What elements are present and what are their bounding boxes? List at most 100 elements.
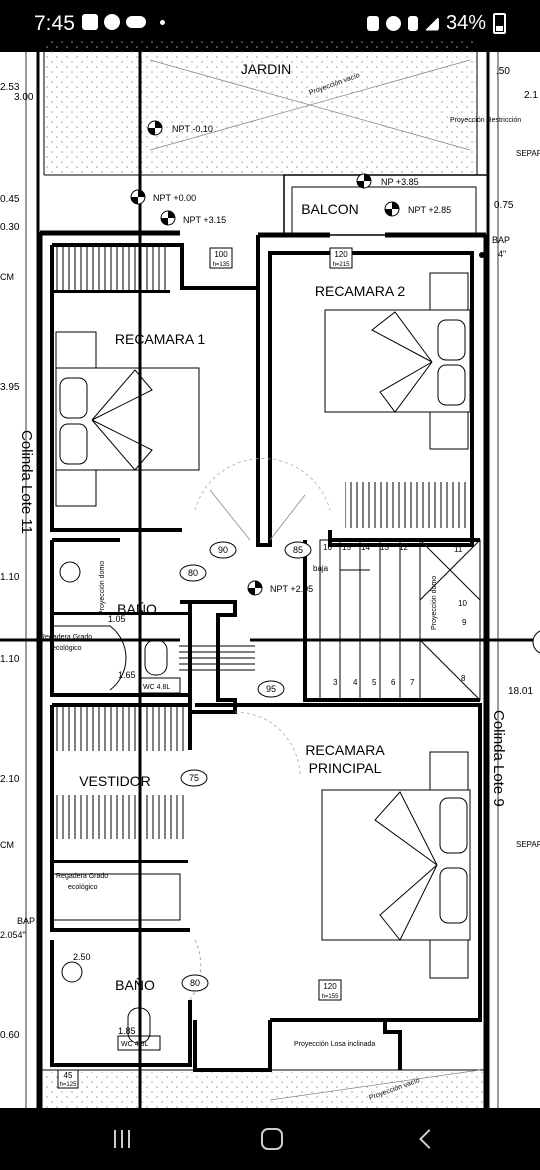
shower-door xyxy=(52,625,127,691)
closet-hatch xyxy=(345,482,470,528)
note: SEPAR xyxy=(516,840,540,849)
note: Regadera Grado xyxy=(40,634,92,641)
level-marker xyxy=(130,189,146,205)
dimension: 3.95 xyxy=(0,382,20,393)
door-leaf xyxy=(209,489,251,541)
wall xyxy=(52,703,192,750)
pillow xyxy=(437,364,466,406)
wall xyxy=(303,540,480,702)
stair-number: 15 xyxy=(342,543,351,552)
door-label: 85 xyxy=(293,545,303,555)
recent-apps-button[interactable] xyxy=(92,1122,152,1156)
level-marker xyxy=(160,210,176,226)
window-tag xyxy=(318,979,342,1001)
wc-tank xyxy=(117,1035,161,1051)
room-label-balcon: BALCON xyxy=(301,201,359,217)
stair-number: 7 xyxy=(410,678,415,687)
dimension: 0.75 xyxy=(494,200,514,211)
stair-number: 13 xyxy=(380,543,389,552)
more-notifications-icon xyxy=(160,19,165,25)
home-icon xyxy=(261,1128,283,1150)
dimension: CM xyxy=(0,840,14,850)
wall xyxy=(256,235,474,547)
level-label: NPT +0.00 xyxy=(153,193,196,203)
home-button[interactable] xyxy=(242,1122,302,1156)
dimension: 2.1 xyxy=(524,90,538,101)
closet-hatch xyxy=(52,247,170,290)
dimension: 3.00 xyxy=(14,92,34,103)
note: 2.054" xyxy=(0,930,26,940)
stair-number: 4 xyxy=(353,678,358,687)
nightstand xyxy=(429,411,469,450)
room-label-bano-1: BAÑO xyxy=(117,601,157,617)
room-label-recamara-2: RECAMARA 2 xyxy=(315,283,405,299)
pillow xyxy=(439,867,468,924)
bed xyxy=(55,367,200,471)
dimension: .50 xyxy=(496,66,510,77)
stair-steps xyxy=(179,641,255,671)
door-leaf xyxy=(269,494,306,541)
toilet xyxy=(144,639,168,676)
axis-bubble xyxy=(532,630,540,654)
room-label-vestidor: VESTIDOR xyxy=(79,773,151,789)
closet-hatch xyxy=(52,795,188,839)
dimension: 1.85 xyxy=(118,1026,136,1036)
room-label-jardin: JARDIN xyxy=(241,61,292,77)
note: Proyección Losa inclinada xyxy=(294,1041,375,1048)
door-tag xyxy=(180,769,208,787)
window-label: 120 xyxy=(323,982,337,991)
level-marker xyxy=(147,120,163,136)
stair-number: 3 xyxy=(333,678,338,687)
dimension: 2.10 xyxy=(0,774,20,785)
window-tag xyxy=(329,247,353,269)
door-label: 80 xyxy=(188,568,198,578)
navigation-bar xyxy=(0,1108,540,1170)
dimension: 0.45 xyxy=(0,194,20,205)
note: ecológico xyxy=(68,884,98,891)
stair-number: 12 xyxy=(399,543,408,552)
adjacent-lot-right: Colinda Lote 9 xyxy=(490,710,507,807)
door-swing xyxy=(194,458,331,511)
stair-number: 5 xyxy=(372,678,377,687)
back-button[interactable] xyxy=(396,1122,456,1156)
floor-plan[interactable]: JARDIN BALCON RECAMARA 1 RECAMARA 2 BAÑO… xyxy=(0,40,540,1108)
gallery-icon xyxy=(82,14,98,30)
void-diagonal xyxy=(269,1069,481,1101)
stair-diagonal xyxy=(419,539,481,601)
wall xyxy=(52,612,190,615)
bed-fold xyxy=(371,311,433,413)
lower-void xyxy=(44,1072,484,1108)
wc-tank xyxy=(139,677,181,694)
door-tag xyxy=(284,541,312,559)
stair-number: 8 xyxy=(461,674,466,683)
bap-marker xyxy=(479,252,485,258)
toilet xyxy=(127,1007,151,1044)
sim-icon xyxy=(366,16,379,31)
door-tag xyxy=(209,541,237,559)
wall xyxy=(180,600,237,714)
wall xyxy=(50,245,182,532)
wall xyxy=(50,940,192,1067)
back-icon xyxy=(419,1129,439,1149)
garden-area xyxy=(44,40,477,175)
room-label-principal: RECAMARA xyxy=(305,742,385,758)
level-marker xyxy=(384,201,400,217)
wall xyxy=(52,860,188,863)
shower xyxy=(51,873,181,921)
bed xyxy=(324,309,471,413)
pillow xyxy=(437,319,466,361)
note: 4" xyxy=(498,249,506,259)
stair-number: 10 xyxy=(458,599,467,608)
note: SEPAR xyxy=(516,149,540,158)
stair-number: 9 xyxy=(462,618,467,627)
room-label-recamara-1: RECAMARA 1 xyxy=(115,331,205,347)
door-tag xyxy=(181,974,209,992)
system-icons: 34% xyxy=(366,12,506,35)
door-tag xyxy=(257,680,285,698)
bed-fold xyxy=(91,369,153,471)
wall xyxy=(195,703,482,1022)
note: Proyección domo xyxy=(99,561,106,615)
room-label-bano-2: BAÑO xyxy=(115,977,155,993)
nightstand xyxy=(55,331,97,369)
window-height: h=155 xyxy=(322,994,340,1000)
